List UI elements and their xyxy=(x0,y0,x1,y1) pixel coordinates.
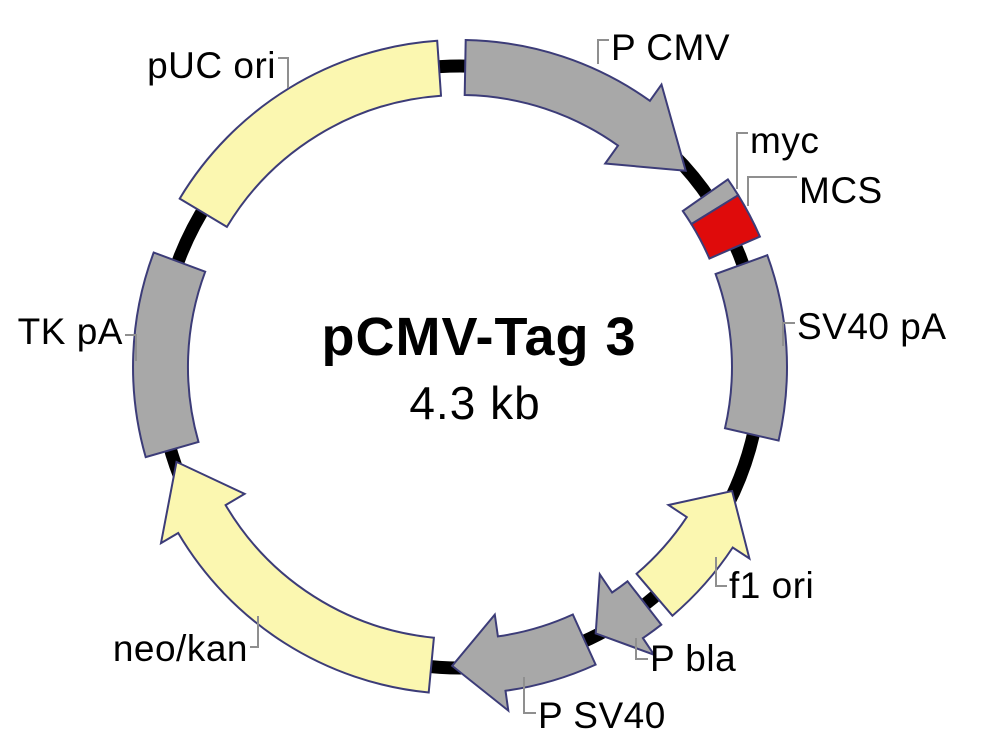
feature-pcmv xyxy=(463,38,688,172)
leader-f1ori xyxy=(715,557,727,587)
label-text-f1ori: f1 ori xyxy=(729,565,814,606)
feature-f1ori xyxy=(635,489,752,618)
leader-myc xyxy=(736,132,748,189)
feature-pbla xyxy=(594,571,663,657)
leader-pcmv xyxy=(597,39,609,64)
feature-neokan xyxy=(159,460,435,694)
plasmid-title: pCMV-Tag 3 xyxy=(321,307,636,367)
leader-pbla xyxy=(635,638,648,660)
plasmid-size: 4.3 kb xyxy=(409,377,540,429)
label-text-mcs: MCS xyxy=(799,170,883,211)
label-text-pbla: P bla xyxy=(650,638,736,679)
label-text-myc: myc xyxy=(750,120,819,161)
feature-psv40 xyxy=(450,612,597,713)
label-text-neokan: neo/kan xyxy=(113,628,248,669)
label-text-psv40: P SV40 xyxy=(538,695,666,736)
label-text-pcmv: P CMV xyxy=(611,27,730,68)
leader-pucori xyxy=(278,57,289,88)
feature-sv40pa xyxy=(714,253,788,442)
feature-tkpa xyxy=(132,251,207,459)
label-text-tkpa: TK pA xyxy=(18,311,123,352)
leader-tkpa xyxy=(125,334,137,361)
feature-pucori xyxy=(178,39,443,229)
leader-psv40 xyxy=(523,677,536,714)
leader-mcs xyxy=(747,176,797,206)
leader-sv40pa xyxy=(782,322,795,346)
label-leader-lines xyxy=(125,39,797,714)
leader-neokan xyxy=(250,616,259,648)
label-text-sv40pa: SV40 pA xyxy=(797,306,947,347)
label-text-pucori: pUC ori xyxy=(147,45,276,86)
feature-labels: P CMV myc MCS SV40 pA f1 ori P bla P SV4… xyxy=(18,27,947,736)
feature-mcs xyxy=(690,193,762,260)
feature-arcs xyxy=(132,38,788,713)
